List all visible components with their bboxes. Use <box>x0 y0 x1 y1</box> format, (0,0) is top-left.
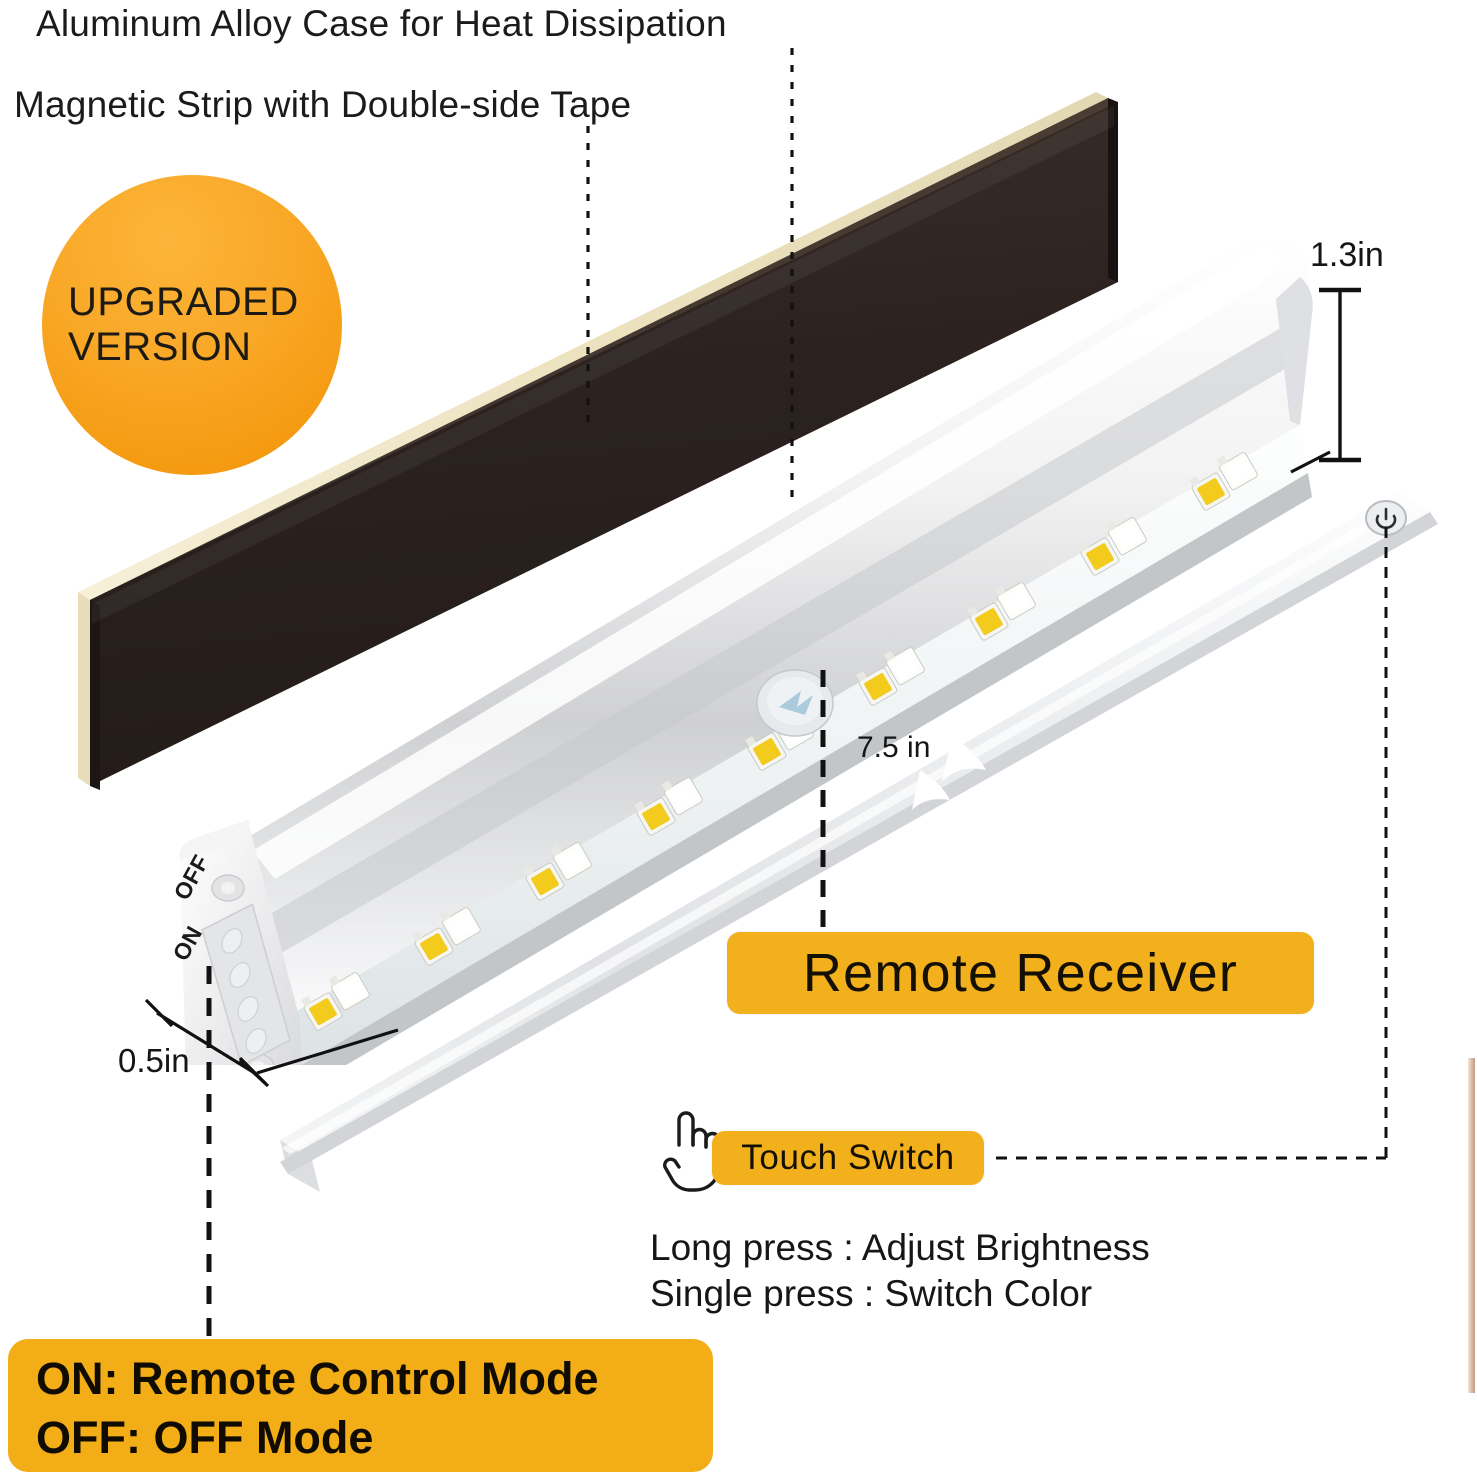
upgraded-version-badge: UPGRADED VERSION <box>42 175 342 475</box>
instruction-single-press: Single press : Switch Color <box>650 1273 1093 1314</box>
badge-line-2: VERSION <box>68 325 252 369</box>
banner-line-off: OFF: OFF Mode <box>36 1412 374 1464</box>
motion-sensor-icon <box>756 669 834 737</box>
badge-line-1: UPGRADED <box>68 280 299 325</box>
caption-magnetic-strip: Magnetic Strip with Double-side Tape <box>14 84 632 125</box>
led-light-bar-graphic <box>140 215 1350 1065</box>
dimension-label-length: 7.5 in <box>857 731 931 764</box>
cropped-edge-sliver <box>1468 1058 1475 1393</box>
pointing-hand-icon <box>663 1111 722 1192</box>
led-row <box>301 452 1258 1031</box>
banner-line-on: ON: Remote Control Mode <box>36 1353 599 1404</box>
power-button-icon <box>1365 500 1407 536</box>
caption-aluminum-alloy: Aluminum Alloy Case for Heat Dissipation <box>36 3 727 44</box>
callout-touch-switch: Touch Switch <box>712 1131 984 1185</box>
magnetic-strip-graphic <box>78 92 1140 792</box>
dimension-label-height: 1.3in <box>1310 236 1384 274</box>
callout-remote-receiver: Remote Receiver <box>727 932 1314 1014</box>
mode-banner: ON: Remote Control Mode OFF: OFF Mode <box>8 1339 713 1472</box>
mounting-rail-graphic <box>280 440 1470 1200</box>
instruction-long-press: Long press : Adjust Brightness <box>650 1227 1150 1268</box>
dimension-label-depth: 0.5in <box>118 1042 190 1079</box>
